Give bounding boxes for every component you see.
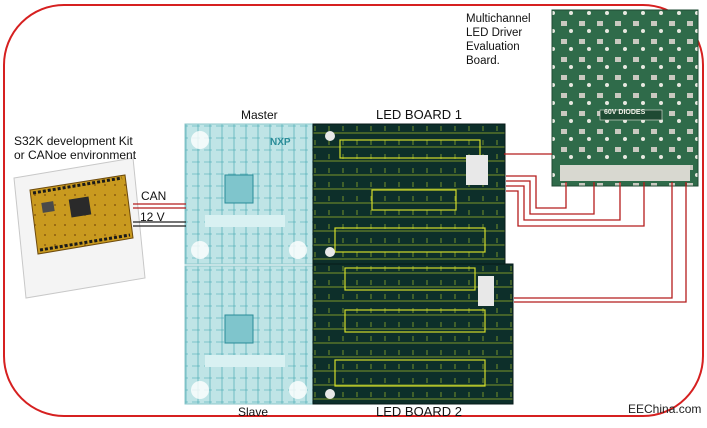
evaluation-board (551, 9, 699, 187)
can-label: CAN (141, 189, 167, 203)
slave-label: Slave (238, 405, 269, 419)
wiring (133, 153, 687, 303)
led-board-1 (312, 123, 506, 265)
led-board-1-label: LED BOARD 1 (376, 107, 462, 122)
outer-frame (3, 4, 704, 417)
led-board-2 (312, 263, 514, 405)
master-board (184, 123, 314, 265)
nxp-logo: NXP (270, 137, 291, 148)
evaluation-board-label: Multichannel LED Driver Evaluation Board… (466, 13, 531, 67)
master-label: Master (241, 108, 278, 122)
diodes-label: 60V DIODES (604, 109, 646, 116)
kit-label: S32K development Kit or CANoe environmen… (14, 134, 137, 162)
led-board-2-label: LED BOARD 2 (376, 404, 462, 419)
watermark: EEChina.com (628, 402, 702, 416)
s32k-kit-board (13, 157, 146, 299)
slave-board (184, 265, 314, 405)
12v-label: 12 V (140, 210, 165, 224)
